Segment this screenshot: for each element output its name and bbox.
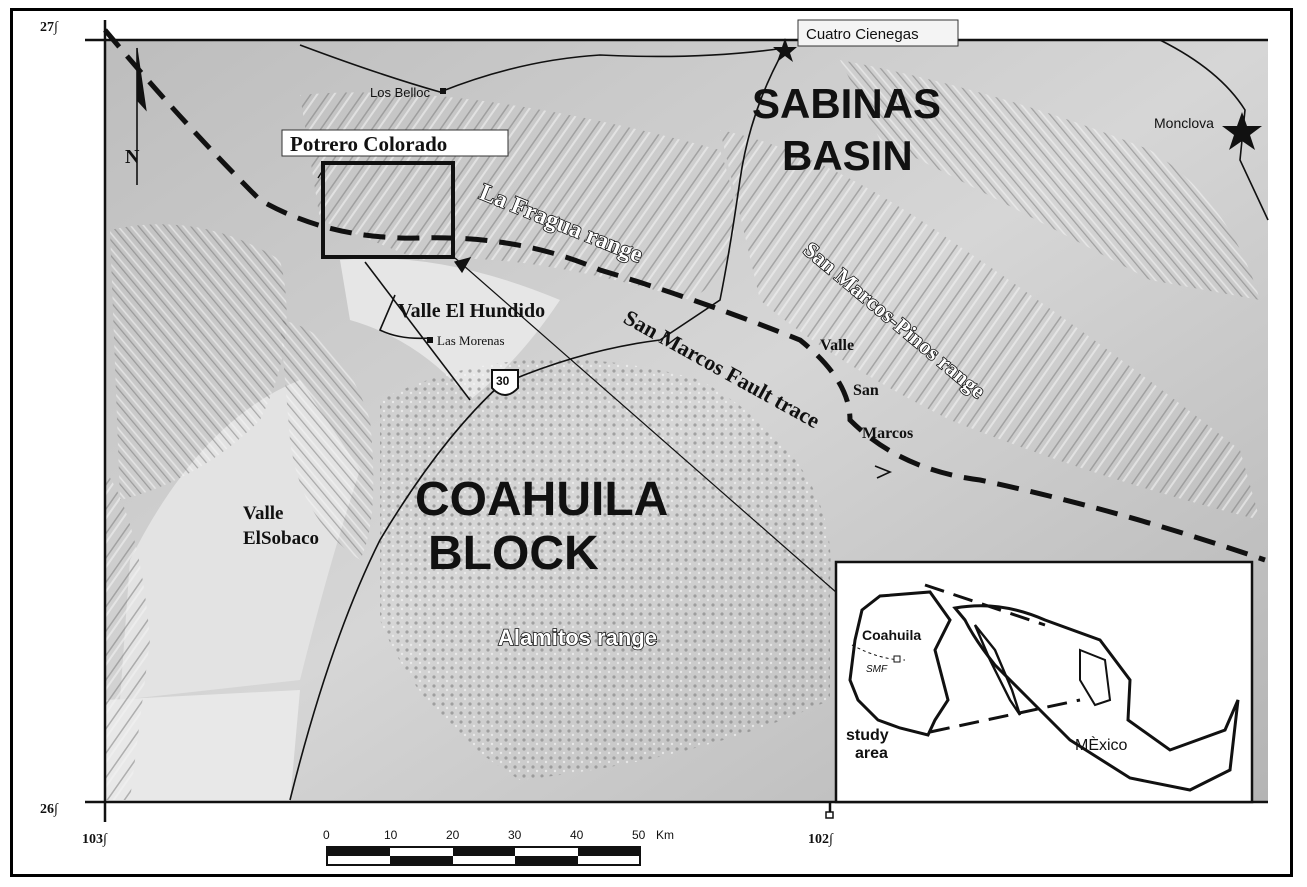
las-morenas-label: Las Morenas (437, 333, 505, 348)
valle-san-marcos-line1: Valle (820, 337, 854, 354)
inset-mexico-label: MÈxico (1075, 735, 1128, 754)
scale-tick-50: 50 (632, 828, 646, 842)
star-monclova (1222, 112, 1262, 150)
lon-label-left: 103∫ (82, 832, 108, 847)
towns (427, 38, 1262, 343)
fault-label-arrow (874, 465, 893, 479)
alamitos-range-label: Alamitos range (498, 625, 657, 650)
study-area-box (321, 161, 455, 259)
star-cuatro-cienegas (773, 38, 797, 62)
scale-unit: Km (656, 828, 674, 842)
valle-sobaco-line2: ElSobaco (243, 528, 319, 549)
inset-study-line1: study (846, 727, 889, 744)
valle-sobaco-line1: Valle (243, 503, 283, 524)
los-belloc-label: Los Belloc (370, 85, 430, 100)
north-arrow: N (125, 47, 147, 185)
fault-trace-line (103, 28, 1266, 563)
roads (289, 39, 1269, 801)
cuatro-cienegas-label: Cuatro Cienegas (806, 26, 919, 43)
lat-label-top: 27∫ (40, 20, 59, 35)
scale-tick-0: 0 (323, 828, 330, 842)
highway-number: 30 (496, 374, 510, 388)
scale-tick-20: 20 (446, 828, 460, 842)
valle-el-hundido-label: Valle El Hundido (398, 300, 545, 322)
coahuila-label-line2: BLOCK (428, 527, 599, 580)
lon-label-right: 102∫ (808, 832, 834, 847)
sabinas-label-line1: SABINAS (752, 80, 941, 127)
potrero-colorado-label: Potrero Colorado (290, 132, 447, 156)
scale-tick-40: 40 (570, 828, 584, 842)
scale-tick-10: 10 (384, 828, 398, 842)
sabinas-label-line2: BASIN (782, 132, 913, 179)
inset-coahuila-label: Coahuila (862, 627, 921, 643)
inset-mexico-outline (952, 604, 1240, 792)
scale-bar: 0 10 20 30 40 50 Km (323, 828, 674, 866)
monclova-label: Monclova (1154, 115, 1214, 131)
potrero-colorado-label-box (281, 129, 509, 157)
leader-lines (454, 257, 846, 601)
inset-study-line2: area (855, 745, 888, 762)
inset-coahuila-outline (848, 590, 952, 737)
north-label: N (125, 146, 140, 168)
town-marker-las-morenas (427, 337, 433, 343)
town-marker-los-belloc (440, 88, 446, 94)
highway-shield: 30 (491, 369, 519, 396)
relief-map (105, 40, 1268, 802)
inset-map: Coahuila SMF study area MÈxico (834, 560, 1254, 804)
inset-smf-label: SMF (866, 664, 888, 675)
scale-tick-30: 30 (508, 828, 522, 842)
lat-label-bottom: 26∫ (40, 802, 59, 817)
lon-tick-mark (825, 811, 834, 819)
cuatro-cienegas-label-box (797, 19, 959, 47)
coahuila-label-line1: COAHUILA (415, 473, 668, 526)
valle-san-marcos-line2: San (853, 382, 879, 399)
valle-san-marcos-line3: Marcos (862, 425, 913, 442)
